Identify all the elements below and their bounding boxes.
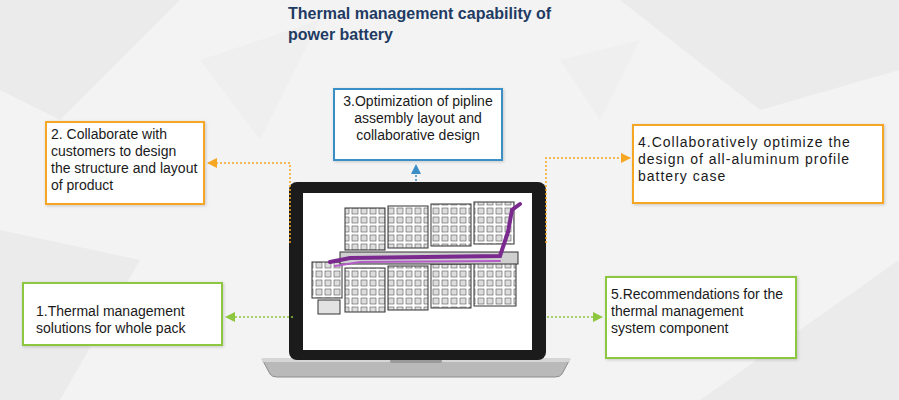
- text-box: 5.Recommendations for the thermal manage…: [605, 276, 797, 359]
- leader-lines: [208, 158, 630, 317]
- text-box: 3.Optimization of pipline assembly layou…: [333, 88, 503, 161]
- laptop: [262, 182, 570, 377]
- text-box: 4.Collaboratively optimize the design of…: [632, 124, 884, 204]
- box-text: 1.Thermal management solutions for whole…: [36, 303, 215, 337]
- cooling-pipeline: [330, 204, 520, 266]
- box-text: 4.Collaboratively optimize the design of…: [638, 134, 878, 185]
- text-box: 2. Collaborate with customers to design …: [45, 121, 205, 205]
- diagram-title: Thermal management capability of power b…: [288, 3, 588, 45]
- text-box: 1.Thermal management solutions for whole…: [22, 282, 223, 346]
- box-text: 3.Optimization of pipline assembly layou…: [338, 93, 498, 144]
- box-text: 5.Recommendations for the thermal manage…: [611, 286, 791, 337]
- box-text: 2. Collaborate with customers to design …: [51, 126, 199, 194]
